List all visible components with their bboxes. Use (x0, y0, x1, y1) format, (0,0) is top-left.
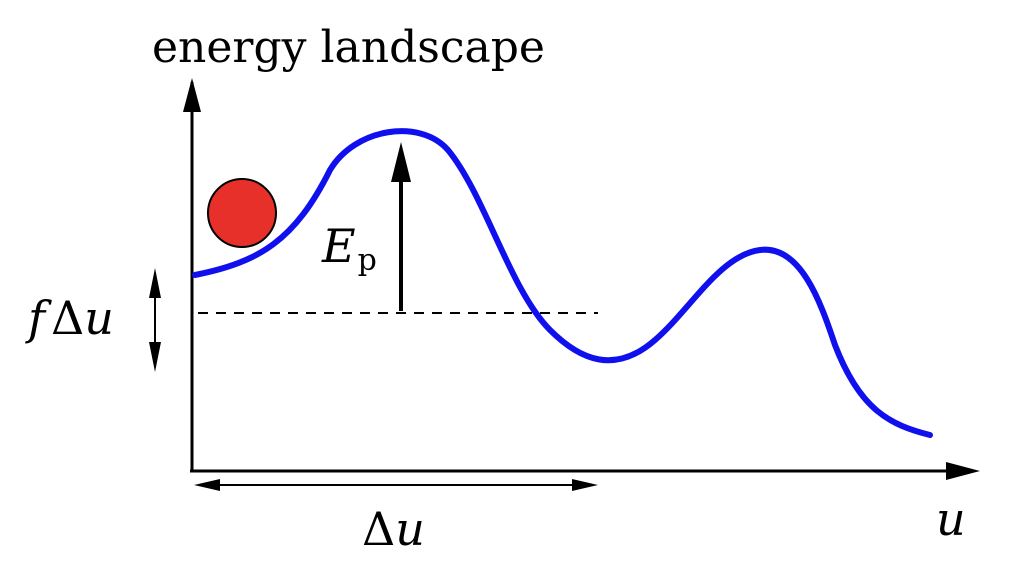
displacement-arrow-left-head (194, 479, 220, 491)
energy-barrier-subscript: p (358, 243, 377, 278)
barrier-arrow-head (391, 142, 411, 182)
work-arrow-bottom-head (149, 342, 161, 372)
x-axis-arrowhead (946, 462, 980, 480)
displacement-label-delta: Δ (362, 502, 395, 556)
displacement-arrow-right-head (572, 479, 598, 491)
displacement-label-u: u (395, 502, 425, 556)
work-label-u: u (84, 291, 114, 345)
x-axis-label: u (936, 492, 966, 546)
work-label-f: f (25, 291, 52, 345)
energy-barrier-label: Ep (321, 219, 377, 278)
energy-curve (192, 128, 933, 438)
particle (207, 178, 277, 248)
displacement-label: Δu (362, 502, 425, 556)
work-arrow-top-head (149, 268, 161, 298)
work-label-delta: Δ (51, 291, 84, 345)
energy-barrier-symbol: E (321, 219, 356, 273)
y-axis-arrowhead (183, 78, 201, 112)
diagram-title: energy landscape (152, 22, 545, 73)
